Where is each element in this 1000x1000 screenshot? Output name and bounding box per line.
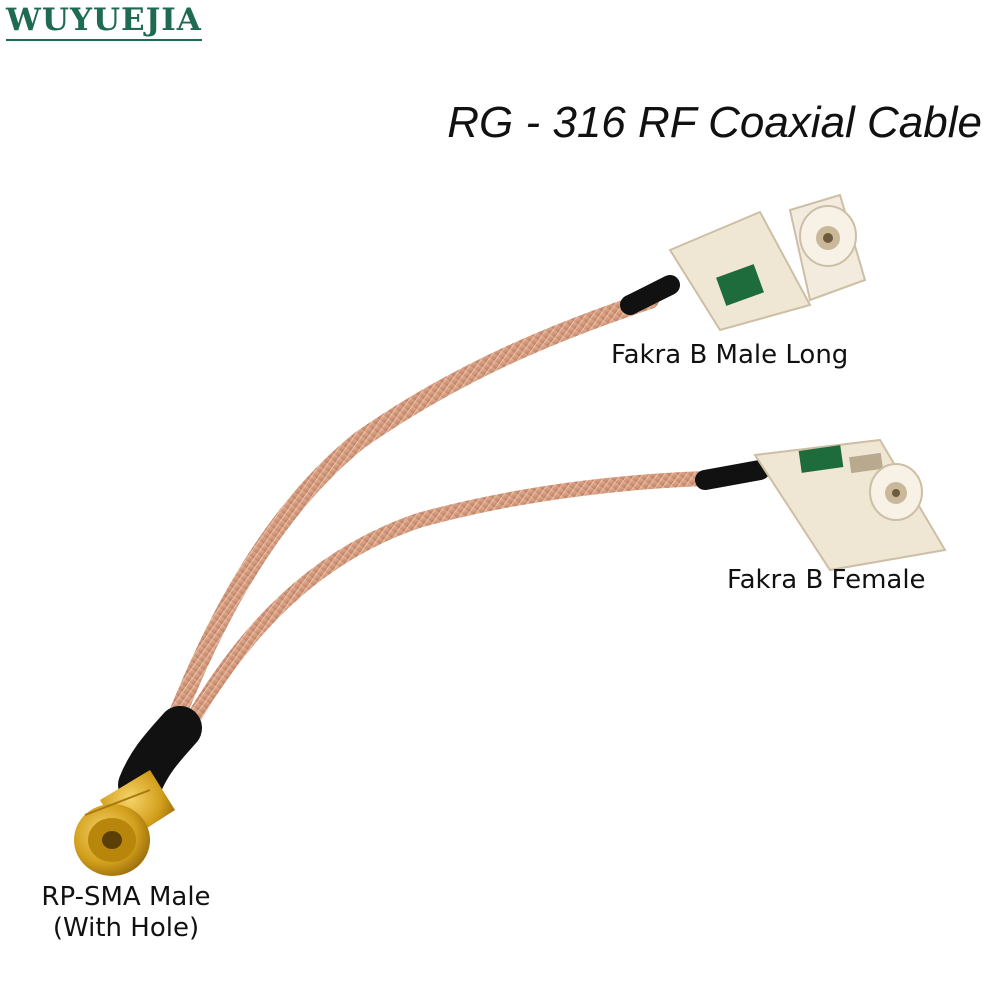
cable-lower	[167, 470, 728, 758]
product-title: RG - 316 RF Coaxial Cable	[447, 98, 982, 147]
cable-upper	[151, 291, 659, 769]
label-rp-sma-line1: RP-SMA Male	[41, 882, 211, 912]
label-rp-sma: RP-SMA Male (With Hole)	[36, 882, 216, 944]
fakra-male-long-connector	[668, 193, 867, 332]
heatshrink-lower	[695, 460, 770, 490]
heatshrink-upper	[620, 275, 680, 315]
label-rp-sma-line2: (With Hole)	[52, 913, 200, 943]
rp-sma-connector	[74, 770, 175, 876]
label-fakra-female: Fakra B Female	[727, 565, 926, 595]
fakra-female-connector	[753, 438, 947, 572]
brand-logo: WUYUEJIA	[6, 2, 202, 41]
label-fakra-male-long: Fakra B Male Long	[611, 340, 849, 370]
